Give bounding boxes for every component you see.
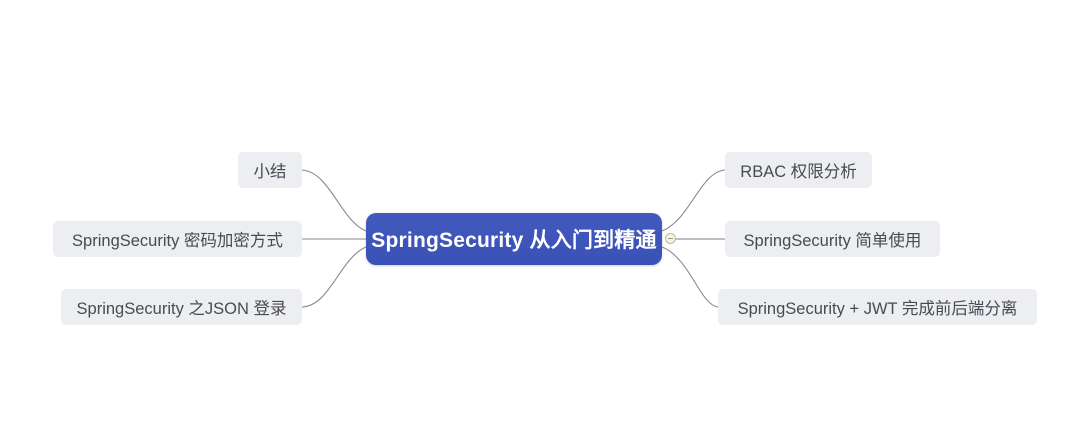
- leaf-node-right-bottom[interactable]: SpringSecurity + JWT 完成前后端分离: [718, 289, 1037, 325]
- leaf-node-label: SpringSecurity 简单使用: [743, 232, 922, 250]
- leaf-node-left-top[interactable]: 小结: [238, 152, 302, 188]
- connector-right-bottom: [661, 246, 719, 308]
- leaf-node-label: SpringSecurity 密码加密方式: [72, 232, 283, 250]
- connector-left-top: [301, 169, 367, 232]
- leaf-node-left-middle[interactable]: SpringSecurity 密码加密方式: [53, 221, 302, 257]
- collapse-toggle-icon[interactable]: [665, 233, 676, 244]
- leaf-node-right-top[interactable]: RBAC 权限分析: [725, 152, 872, 188]
- connector-right-top: [661, 169, 726, 232]
- minus-icon: [668, 238, 673, 239]
- root-node-label: SpringSecurity 从入门到精通: [371, 229, 657, 252]
- root-node[interactable]: SpringSecurity 从入门到精通: [366, 213, 662, 265]
- leaf-node-label: 小结: [253, 163, 287, 181]
- leaf-node-label: SpringSecurity 之JSON 登录: [76, 300, 287, 318]
- leaf-node-right-middle[interactable]: SpringSecurity 简单使用: [725, 221, 940, 257]
- connector-left-bottom: [301, 246, 367, 308]
- leaf-node-label: SpringSecurity + JWT 完成前后端分离: [737, 300, 1018, 318]
- leaf-node-left-bottom[interactable]: SpringSecurity 之JSON 登录: [61, 289, 302, 325]
- leaf-node-label: RBAC 权限分析: [740, 163, 857, 181]
